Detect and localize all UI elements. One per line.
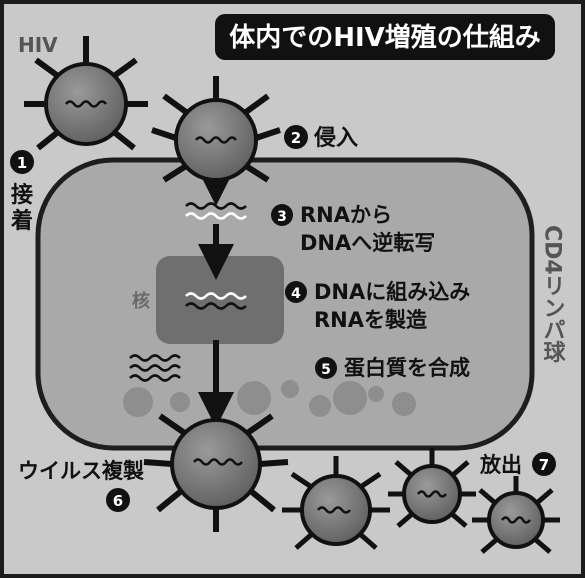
viral-rna-copies [129,354,181,382]
step-2-number: 2 [291,129,301,147]
step-7-label: 放出 [479,453,522,477]
nucleus-label: 核 [132,290,150,312]
step-7-number: 7 [539,456,549,474]
step-5-marker [315,357,337,379]
protein-blobs [123,380,416,417]
step-3-number: 3 [277,209,287,225]
step-2-label: 侵入 [313,125,358,151]
diagram-title: 体内でのHIV増殖の仕組み [229,22,541,53]
cd4-cell-label: CD4リンパ球 [540,225,566,363]
step-4-number: 4 [291,286,301,302]
step-3-label-line1: RNAから [300,203,392,227]
virus-budding [143,413,289,532]
step-4-label-line1: DNAに組み込み [314,280,470,304]
step-4-label-line2: RNAを製造 [314,308,428,332]
title-box [215,14,555,60]
step-1-marker [10,150,34,174]
virus-entering [151,76,281,183]
step-3-marker [271,204,293,226]
rna-dna-strands [185,202,247,220]
step-1-label-line1: 接 [11,183,33,208]
cd4-cell [35,157,535,451]
virus-hiv-free [24,36,148,151]
virus-released-2 [388,448,476,528]
step-1-number: 1 [17,154,27,172]
step-1-label-line2: 着 [10,208,33,234]
hiv-label: HIV [18,33,58,57]
step-5-label: 蛋白質を合成 [344,356,470,380]
nucleus [156,256,284,344]
step-6-number: 6 [113,492,123,510]
step-4-marker [285,281,307,303]
step-5-number: 5 [321,362,331,378]
step-6-marker [106,488,130,512]
virus-released-1 [282,456,390,550]
step-3-label-line2: DNAへ逆転写 [300,231,435,255]
step-2-marker [284,125,308,149]
step-7-marker [532,452,556,476]
integrated-dna [185,292,247,310]
virus-released-3 [472,476,560,554]
step-6-label: ウイルス複製 [18,459,144,483]
